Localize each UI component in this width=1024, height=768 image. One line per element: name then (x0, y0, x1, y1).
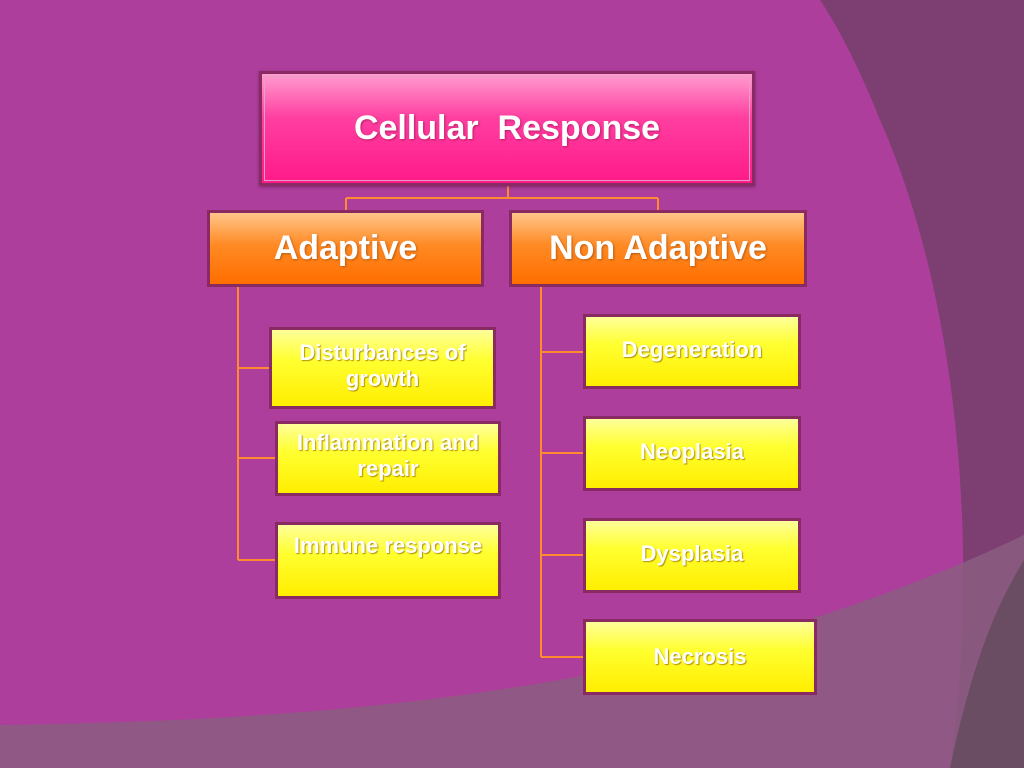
leaf-label: Dysplasia (640, 541, 744, 566)
leaf-label: Degeneration (621, 337, 763, 362)
branch-non-adaptive: Non Adaptive (509, 210, 807, 287)
leaf-label: Disturbances of growth (299, 340, 466, 392)
leaf-label: Necrosis (653, 644, 747, 669)
leaf-dysplasia: Dysplasia (583, 518, 801, 593)
leaf-disturbances-of-growth: Disturbances of growth (269, 327, 496, 409)
leaf-immune-response: Immune response (275, 522, 501, 599)
leaf-necrosis: Necrosis (583, 619, 817, 695)
leaf-label: Inflammation and repair (296, 430, 480, 482)
branch-non-adaptive-label: Non Adaptive (549, 229, 767, 268)
leaf-neoplasia: Neoplasia (583, 416, 801, 491)
leaf-label: Immune response (293, 533, 483, 558)
root-label: Cellular Response (353, 109, 661, 148)
leaf-label: Neoplasia (640, 439, 744, 464)
leaf-degeneration: Degeneration (583, 314, 801, 389)
branch-adaptive: Adaptive (207, 210, 484, 287)
leaf-inflammation-and-repair: Inflammation and repair (275, 421, 501, 496)
branch-adaptive-label: Adaptive (273, 229, 418, 268)
root-node: Cellular Response (259, 71, 755, 186)
